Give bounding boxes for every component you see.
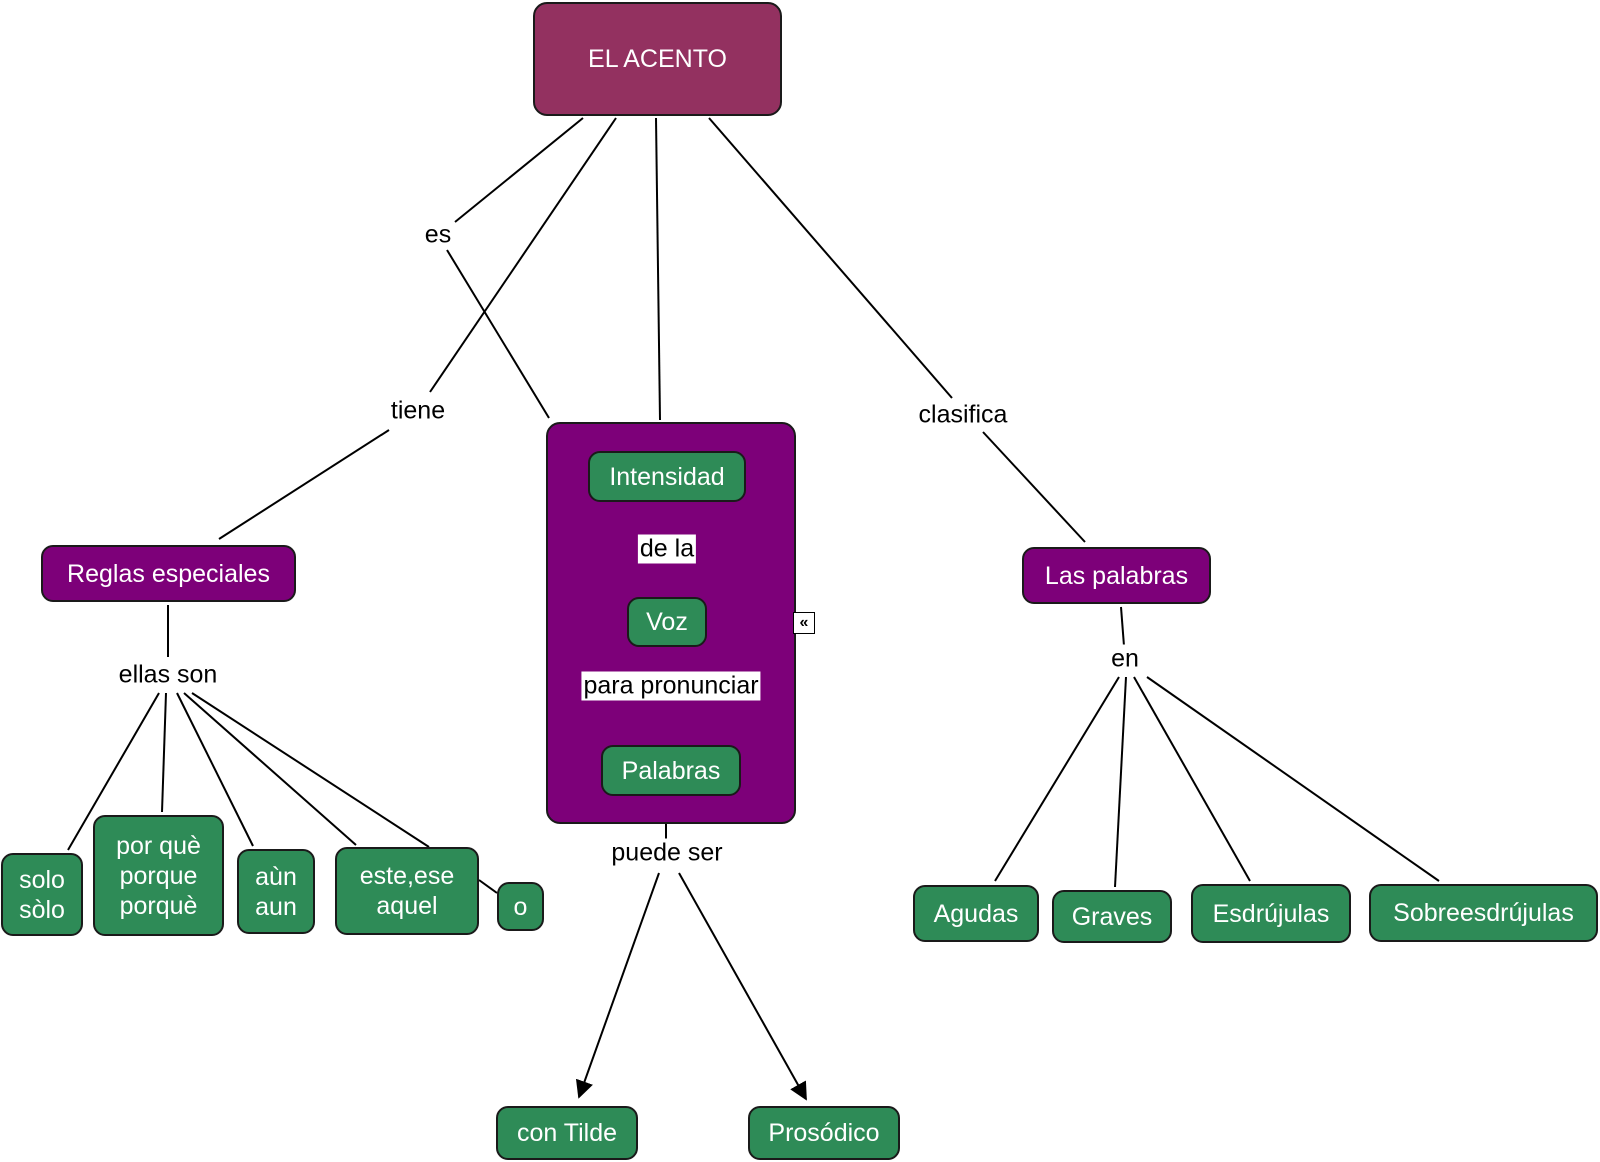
link-tiene-reglas [218, 429, 390, 540]
rule-node-4[interactable]: este,ese aquel [335, 847, 479, 935]
concept-las-palabras[interactable]: Las palabras [1022, 547, 1211, 604]
concept-reglas-especiales[interactable]: Reglas especiales [41, 545, 296, 602]
link-label-clasifica: clasifica [915, 400, 1011, 430]
rule-1-line-2: sòlo [19, 895, 65, 924]
rule-3-line-1: aùn [255, 862, 297, 891]
link-label-tiene: tiene [387, 396, 449, 426]
type-node-sobreesdrujulas[interactable]: Sobreesdrújulas [1369, 884, 1598, 942]
link-rule4-rule5 [478, 879, 498, 894]
link-puedeser-prosodico [678, 872, 807, 1101]
link-en-esdrujulas [1133, 676, 1251, 882]
type-esdrujulas-label: Esdrújulas [1212, 899, 1330, 928]
link-label-para-pronunciar: para pronunciar [581, 671, 761, 701]
link-es-definition [446, 249, 550, 419]
rule-4-line-2: aquel [376, 892, 438, 920]
link-label-en: en [1108, 644, 1142, 674]
link-en-sobreesdrujulas [1146, 676, 1440, 882]
link-label-ellas-son: ellas son [115, 660, 221, 690]
link-ellasson-rule3 [176, 692, 254, 847]
kind-con-tilde-label: con Tilde [516, 1119, 618, 1147]
root-label: EL ACENTO [588, 45, 727, 73]
rule-2-line-3: porquè [119, 891, 198, 920]
kind-node-prosodico[interactable]: Prosódico [748, 1106, 900, 1160]
rule-3-line-2: aun [255, 892, 297, 921]
type-agudas-label: Agudas [933, 899, 1019, 928]
rule-1-line-1: solo [19, 865, 65, 894]
type-node-graves[interactable]: Graves [1052, 890, 1172, 943]
concept-palabras-label: Las palabras [1044, 561, 1189, 590]
node-intensidad[interactable]: Intensidad [588, 451, 746, 502]
rule-node-5[interactable]: o [497, 882, 544, 931]
link-ellasson-rule1 [67, 692, 160, 851]
link-clasifica-palabras [982, 431, 1086, 543]
rule-5-line-1: o [513, 892, 528, 921]
rule-node-3[interactable]: aùn aun [237, 849, 315, 934]
rule-node-2[interactable]: por què porque porquè [93, 815, 224, 936]
double-chevron-left-icon[interactable]: « [793, 612, 815, 634]
kind-node-con-tilde[interactable]: con Tilde [496, 1106, 638, 1160]
link-label-de-la: de la [637, 534, 697, 564]
palabras-label: Palabras [621, 756, 721, 785]
link-palabras-en [1120, 606, 1125, 647]
kind-prosodico-label: Prosódico [768, 1119, 880, 1147]
node-voz[interactable]: Voz [627, 597, 707, 647]
rule-4-line-1: este,ese [359, 862, 455, 890]
rule-2-line-1: por què [116, 831, 201, 860]
link-ellasson-rule5 [191, 692, 430, 848]
link-en-graves [1114, 676, 1127, 888]
root-concept[interactable]: EL ACENTO [533, 2, 782, 116]
link-ellasson-rule2 [161, 692, 167, 813]
rule-2-line-2: porque [119, 861, 198, 890]
type-sobreesdrujulas-label: Sobreesdrújulas [1393, 899, 1574, 927]
link-en-agudas [994, 676, 1120, 882]
node-palabras[interactable]: Palabras [601, 745, 741, 796]
voz-label: Voz [646, 608, 688, 636]
link-root-definition [655, 117, 661, 421]
link-ellasson-rule4 [183, 692, 357, 846]
type-graves-label: Graves [1071, 902, 1153, 931]
rule-node-1[interactable]: solo sòlo [1, 853, 83, 936]
link-label-es: es [421, 220, 455, 250]
link-root-clasifica [708, 117, 953, 399]
type-node-esdrujulas[interactable]: Esdrújulas [1191, 884, 1351, 943]
link-root-tiene [429, 117, 617, 393]
link-puedeser-contilde [575, 872, 660, 1099]
type-node-agudas[interactable]: Agudas [913, 885, 1039, 942]
intensidad-label: Intensidad [609, 462, 725, 491]
link-root-es [454, 117, 584, 223]
link-label-puede-ser: puede ser [608, 838, 726, 868]
concept-reglas-label: Reglas especiales [67, 559, 270, 588]
